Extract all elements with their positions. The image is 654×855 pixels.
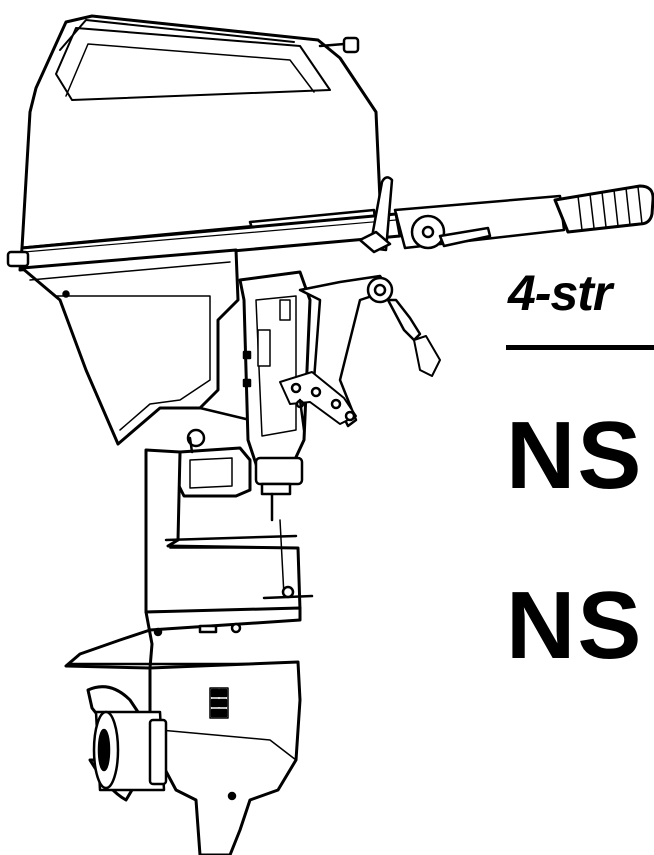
anti-ventilation-plate (64, 606, 302, 670)
lower-cowling (20, 248, 254, 446)
model-code-1: NS (506, 402, 644, 509)
swivel-mount (176, 428, 304, 522)
gearcase (148, 660, 302, 855)
cover-subtitle: 4-str (508, 265, 612, 321)
propeller (86, 685, 168, 802)
tiller-handle (393, 184, 654, 250)
clamp-bracket (238, 270, 441, 472)
engine-cowling (6, 14, 402, 272)
shift-lever (358, 176, 394, 254)
title-divider (506, 345, 654, 350)
model-code-2: NS (506, 572, 644, 679)
